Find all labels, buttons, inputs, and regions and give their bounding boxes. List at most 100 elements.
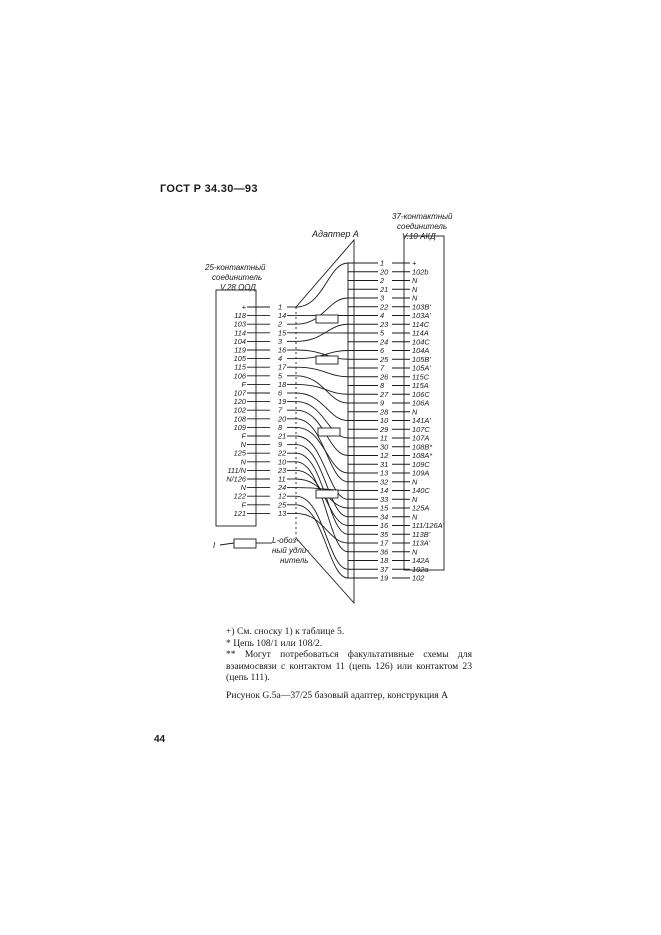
left-circuit-label: + [242, 303, 247, 312]
left-circuit-label: 121 [234, 509, 246, 518]
right-circuit-label: 102a [412, 565, 428, 574]
resistor-box [315, 355, 339, 365]
right-circuit-label: 104C [412, 337, 430, 346]
left-pin-number: 5 [278, 371, 283, 380]
left-circuit-label: 106 [234, 371, 247, 380]
right-circuit-label: 114C [412, 320, 430, 329]
left-pin-number: 12 [278, 492, 286, 501]
resistor-box [315, 489, 339, 499]
right-pin-number: 3 [380, 294, 385, 303]
right-pin-number: 19 [380, 574, 388, 583]
right-pin-number: 25 [379, 355, 389, 364]
left-circuit-label: N/126 [226, 475, 247, 484]
right-circuit-label: 105B' [412, 355, 431, 364]
right-pin-number: 28 [379, 407, 389, 416]
right-pin-number: 9 [380, 399, 384, 408]
left-circuit-label: 119 [234, 346, 246, 355]
left-pin-number: 24 [277, 483, 286, 492]
adapter-outline [295, 238, 355, 605]
left-pin-number: 7 [278, 406, 283, 415]
adapter-wire [295, 350, 349, 360]
page-number: 44 [154, 734, 166, 745]
left-circuit-label: 104 [234, 337, 246, 346]
note-1: +) См. сноску 1) к таблице 5. [226, 626, 345, 637]
right-circuit-label: 115A [412, 381, 429, 390]
left-circuit-label: 105 [234, 354, 247, 363]
terminator-mark: I [213, 541, 216, 550]
right-pin-number: 29 [379, 425, 388, 434]
right-pin-number: 5 [380, 329, 385, 338]
adapter-wire [295, 392, 349, 421]
left-pin-number: 6 [278, 389, 283, 398]
left-circuit-label: 114 [234, 328, 246, 337]
terminator: I L-обоз- ный удли- нитель [213, 536, 309, 565]
adapter-wire [295, 323, 349, 342]
right-pin-number: 27 [379, 390, 389, 399]
adapter-wire [295, 401, 349, 439]
adapter-wire [295, 366, 349, 378]
left-circuit-label: 102 [234, 406, 246, 415]
right-circuit-label: 108B* [412, 442, 433, 451]
left-circuit-label: 107 [234, 389, 247, 398]
right-circuit-label: 109A [412, 469, 429, 478]
right-pin-number: 37 [380, 565, 389, 574]
right-circuit-label: 113B' [412, 530, 431, 539]
notes: +) См. сноску 1) к таблице 5. * Цепь 108… [226, 626, 472, 702]
right-pin-number: 22 [379, 302, 388, 311]
right-connector-label-1: 37-контактный [392, 212, 453, 221]
right-pin-number: 6 [380, 346, 385, 355]
left-circuit-label: F [241, 380, 246, 389]
left-pin-number: 3 [278, 337, 283, 346]
left-pin-number: 13 [278, 509, 287, 518]
adapter-wire [295, 487, 349, 491]
right-circuit-label: 114A [412, 329, 429, 338]
right-circuit-label: 103B' [412, 302, 431, 311]
right-circuit-label: 140C [412, 486, 430, 495]
left-pin-number: 14 [278, 311, 286, 320]
left-pin-number: 17 [278, 363, 287, 372]
left-pin-number: 19 [278, 397, 286, 406]
left-connector-label-2: соединитель [212, 273, 262, 282]
left-pin-number: 18 [278, 380, 287, 389]
right-pin-number: 33 [380, 495, 389, 504]
terminator-label-2: ный удли- [272, 546, 309, 555]
right-pin-number: 2 [379, 276, 384, 285]
right-circuit-label: N [412, 294, 418, 303]
resistor-box [315, 314, 339, 324]
adapter-wires [295, 262, 349, 579]
adapter-wire [295, 504, 349, 579]
right-pin-number: 17 [380, 539, 389, 548]
adapter-wire [295, 461, 349, 553]
resistor-box [317, 427, 341, 437]
left-circuit-label: 103 [234, 320, 247, 329]
adapter-wire [295, 444, 349, 518]
right-circuit-label: 105A' [412, 364, 431, 373]
right-pin-number: 35 [380, 530, 389, 539]
right-pin-number: 4 [380, 311, 384, 320]
right-circuit-label: 109C [412, 460, 430, 469]
note-2: * Цепь 108/1 или 108/2. [226, 637, 323, 649]
left-pin-number: 16 [278, 346, 287, 355]
right-circuit-label: 102b [412, 267, 428, 276]
right-circuit-label: 141A' [412, 416, 431, 425]
left-pin-number: 21 [277, 432, 286, 441]
terminator-label-3: нитель [280, 556, 308, 565]
adapter-wire [295, 435, 349, 500]
right-circuit-label: 107A [412, 434, 429, 443]
right-circuit-label: 111/126A' [412, 521, 445, 530]
left-circuit-label: 109 [234, 423, 246, 432]
adapter-wire [295, 383, 349, 395]
left-circuit-label: F [241, 432, 246, 441]
adapter-wire [295, 262, 349, 308]
right-circuit-label: 106C [412, 390, 430, 399]
adapter-wire [295, 495, 349, 570]
right-circuit-label: N [412, 285, 418, 294]
left-pin-number: 9 [278, 440, 282, 449]
left-circuit-label: F [241, 500, 246, 509]
right-pin-number: 32 [380, 477, 388, 486]
adapter-wire [295, 512, 349, 544]
right-pin-number: 15 [380, 504, 389, 513]
right-circuit-label: N [412, 495, 418, 504]
